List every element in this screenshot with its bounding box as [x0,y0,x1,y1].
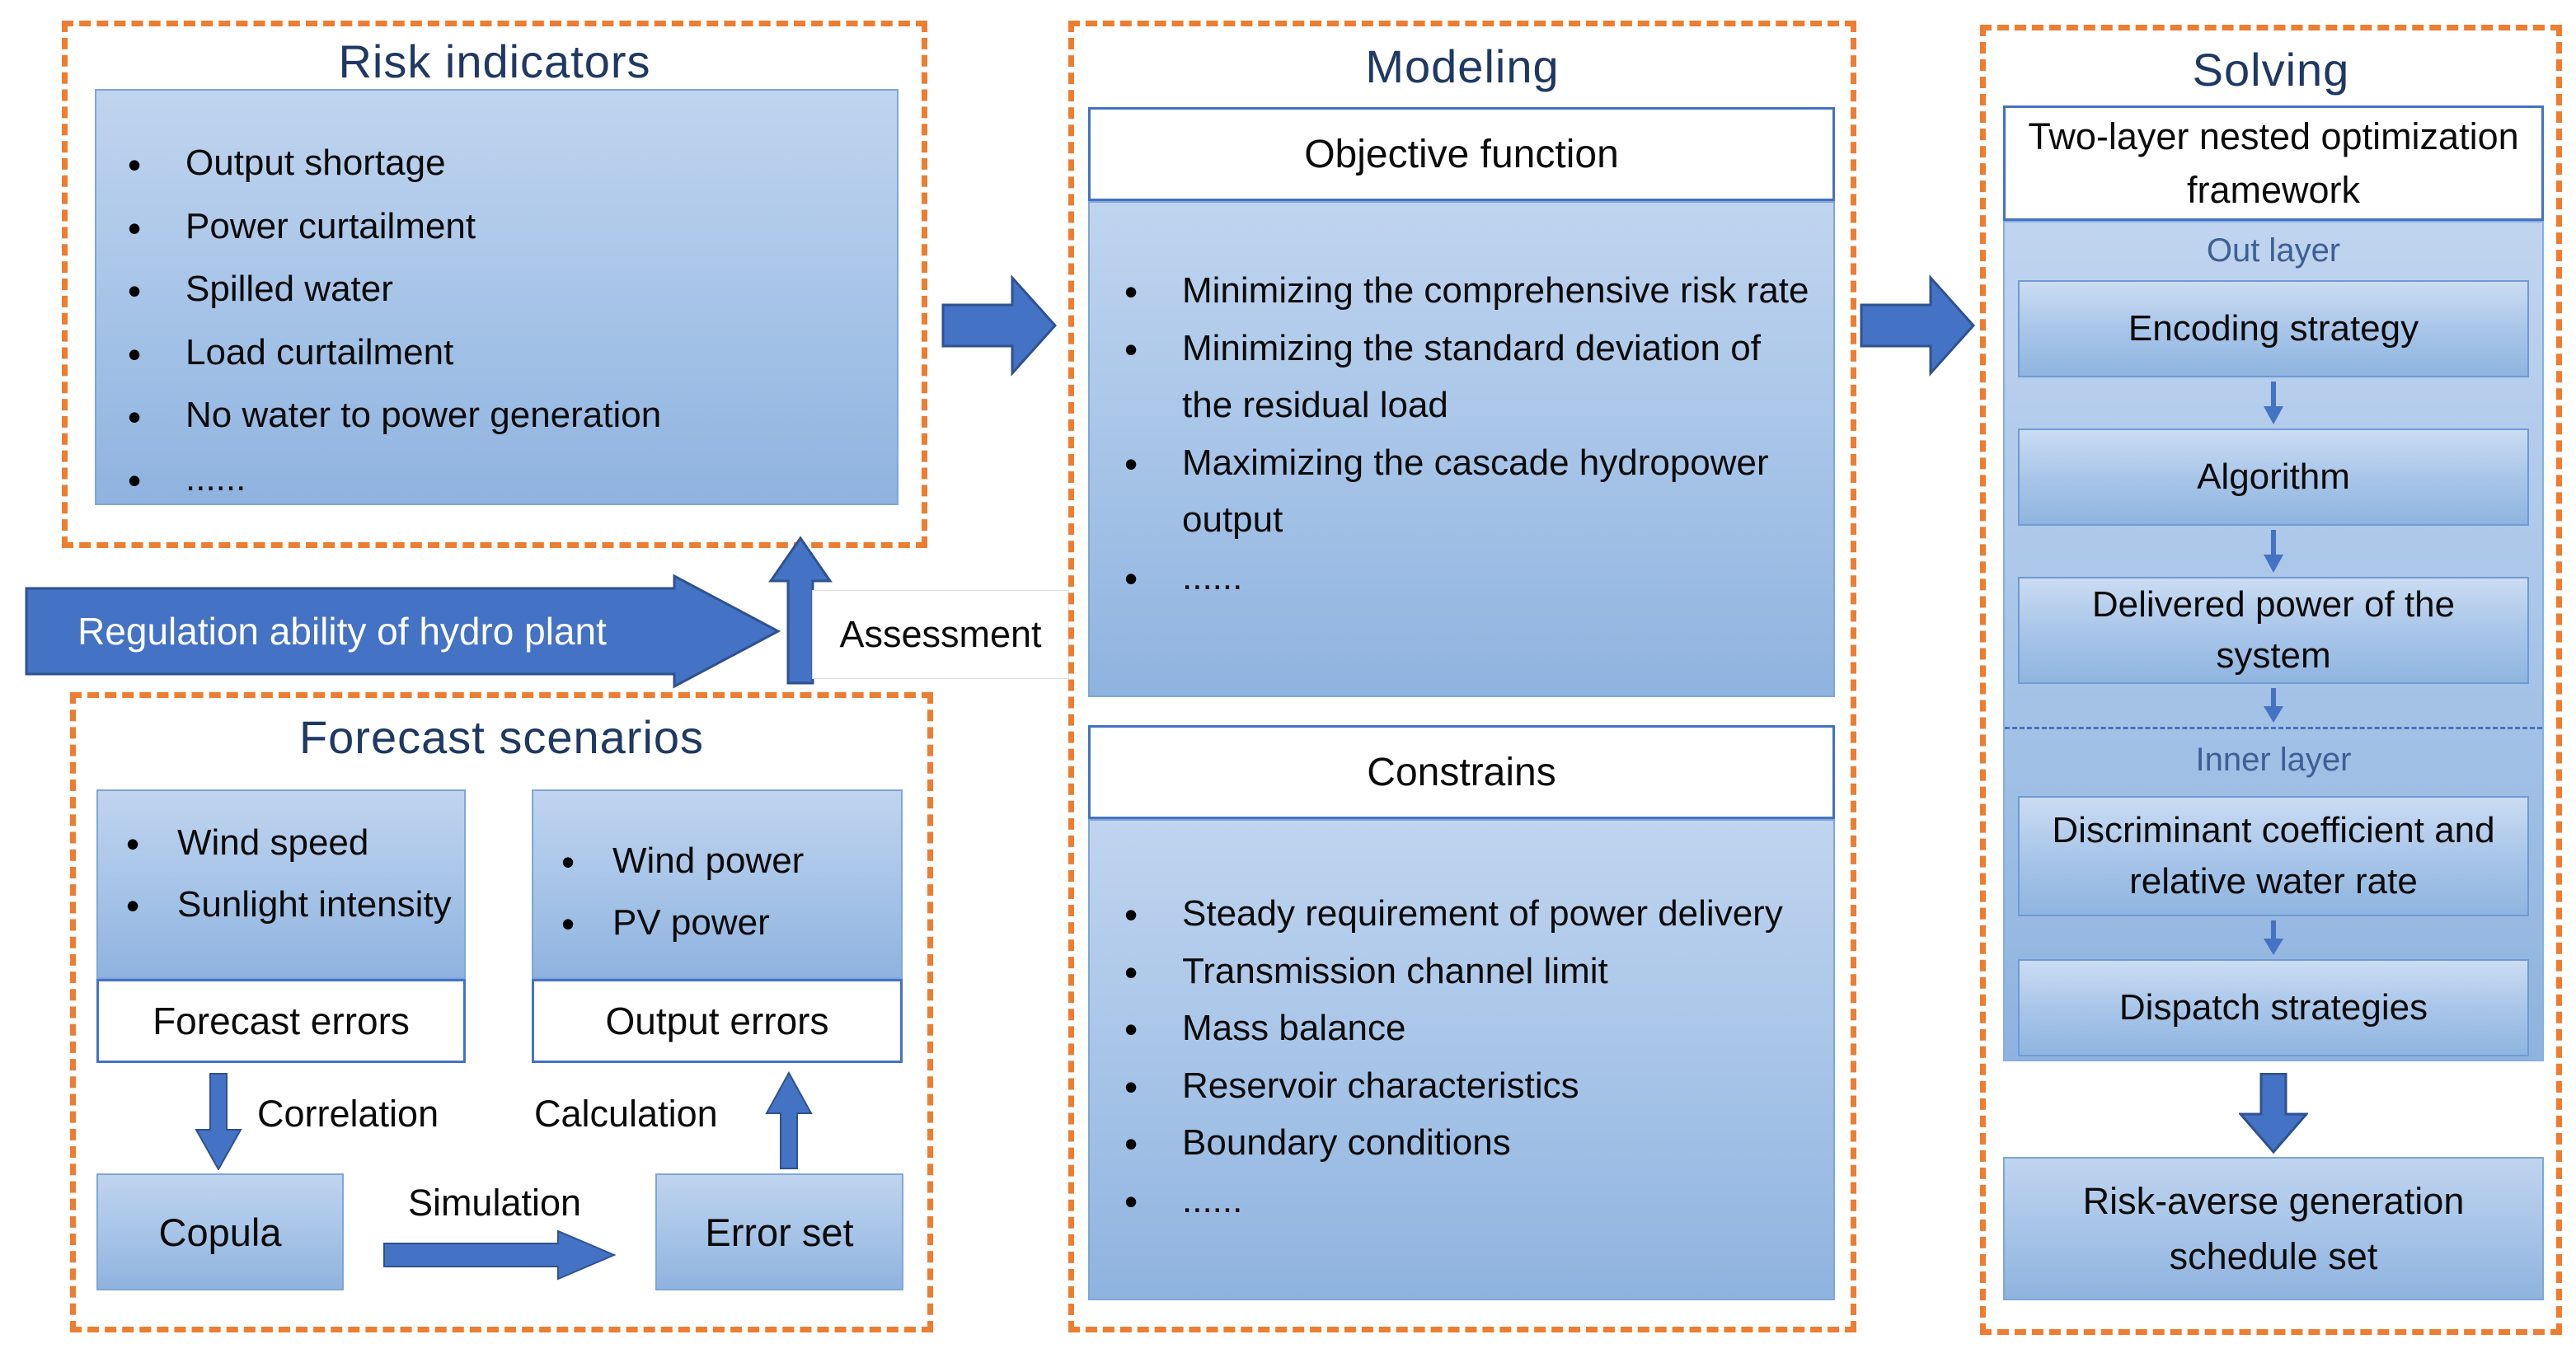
bullet-item: Load curtailment [96,321,897,387]
simulation-label: Simulation [407,1182,582,1224]
risk-indicators-list-box: Output shortagePower curtailmentSpilled … [95,89,899,513]
simulation-right-arrow-icon [383,1229,616,1281]
bullet-item: Maximizing the cascade hydropower output [1090,434,1833,549]
calculation-up-arrow-icon [765,1071,813,1169]
calculation-label: Calculation [534,1093,718,1135]
regulation-banner-label: Regulation ability of hydro plant [77,610,607,653]
error-set-box: Error set [655,1173,903,1290]
objective-function-header: Objective function [1088,107,1835,201]
correlation-label: Correlation [257,1093,439,1135]
delivered-power-step: Delivered power of the system [2018,577,2529,684]
risk-indicators-zone [62,21,927,548]
bullet-item: Reservoir characteristics [1090,1057,1833,1117]
assessment-label: Assessment [812,590,1069,679]
weather-sources-box: Wind speedSunlight intensity [96,789,466,979]
forecast-errors-box: Forecast errors [96,979,466,1063]
result-down-arrow-icon [2239,1073,2308,1154]
bullet-item: Steady requirement of power delivery [1090,885,1833,944]
risk-averse-result-box: Risk-averse generation schedule set [2003,1157,2544,1300]
regulation-banner-arrow-icon [25,574,781,689]
copula-box: Copula [96,1173,344,1290]
bullet-item: ...... [1090,1172,1833,1231]
bullet-item: Spilled water [96,258,897,324]
inner-layer-label: Inner layer [2195,742,2352,778]
correlation-down-arrow-icon [195,1073,242,1170]
algorithm-step: Algorithm [2018,428,2529,526]
bullet-item: Boundary conditions [1090,1114,1833,1173]
constrains-list: Steady requirement of power deliveryTran… [1090,821,1833,1231]
output-errors-box: Output errors [532,979,903,1063]
modeling-to-solving-arrow-icon [1860,274,1976,377]
out-layer-label: Out layer [2206,232,2341,269]
bullet-item: Minimizing the comprehensive risk rate [1090,262,1833,321]
bullet-item: Wind speed [98,816,464,873]
bullet-item: PV power [533,896,901,953]
bullet-item: ...... [96,447,897,513]
bullet-item: Output shortage [96,132,897,198]
weather-sources-list: Wind speedSunlight intensity [98,816,464,935]
step-down-arrow-icon [2264,382,2283,424]
forecast-scenarios-title: Forecast scenarios [298,711,705,763]
risk-indicators-list: Output shortagePower curtailmentSpilled … [96,91,897,513]
solving-title: Solving [2192,44,2350,96]
bullet-item: Power curtailment [96,195,897,261]
discriminant-coefficient-step: Discriminant coefficient and relative wa… [2018,796,2529,916]
bullet-item: Sunlight intensity [98,878,464,935]
assessment-up-arrow-icon [768,536,833,685]
bullet-item: Wind power [533,834,901,892]
bullet-item: ...... [1090,549,1833,608]
objective-function-body: Minimizing the comprehensive risk rateMi… [1088,201,1835,697]
solving-zone [1980,25,2562,1335]
bullet-item: No water to power generation [96,384,897,450]
power-sources-list: Wind powerPV power [533,834,901,953]
constrains-body: Steady requirement of power deliveryTran… [1088,819,1835,1300]
forecast-scenarios-zone [70,692,933,1332]
bullet-item: Mass balance [1090,1000,1833,1059]
bullet-item: Minimizing the standard deviation of the… [1090,320,1833,434]
objective-function-list: Minimizing the comprehensive risk rateMi… [1090,203,1833,608]
framework-header: Two-layer nested optimization framework [2003,105,2544,221]
modeling-title: Modeling [1365,40,1560,92]
risk-to-modeling-arrow-icon [941,274,1058,377]
step-down-arrow-icon [2264,688,2283,723]
bullet-item: Transmission channel limit [1090,943,1833,1002]
layer-divider [2005,727,2542,729]
risk-indicators-title: Risk indicators [338,35,651,87]
dispatch-strategies-step: Dispatch strategies [2018,959,2529,1056]
constrains-header: Constrains [1088,725,1835,819]
encoding-strategy-step: Encoding strategy [2018,280,2529,377]
power-sources-box: Wind powerPV power [532,789,903,979]
modeling-zone [1068,21,1856,1332]
step-down-arrow-icon [2264,920,2283,955]
step-down-arrow-icon [2264,530,2283,573]
